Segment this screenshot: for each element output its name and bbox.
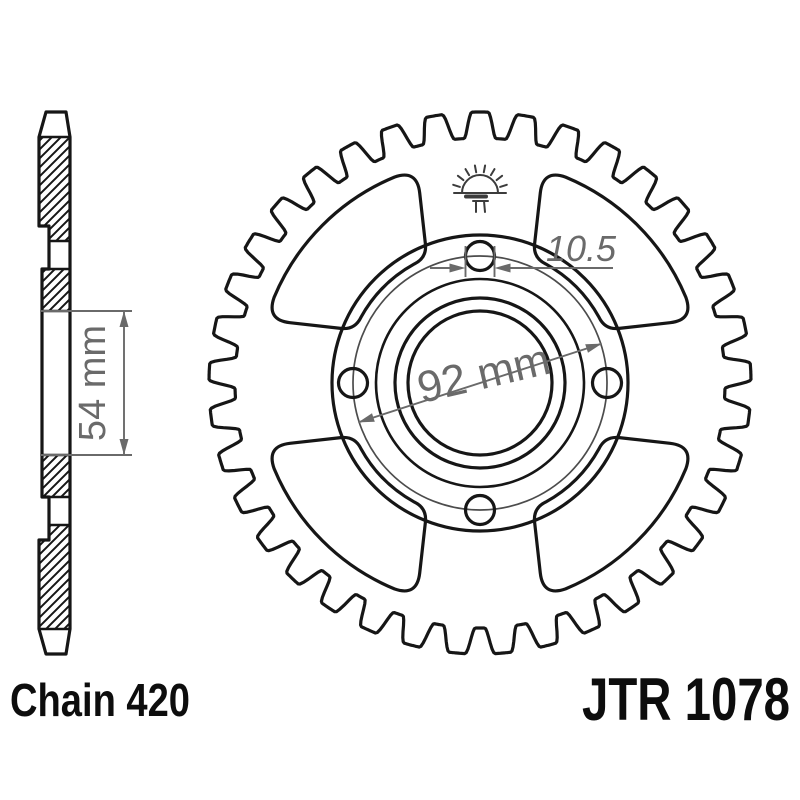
cutout-window-nw bbox=[270, 173, 428, 331]
section-hatch-rim-top bbox=[39, 137, 70, 226]
dim-54mm-text: 54 mm bbox=[72, 325, 114, 441]
hub-edge-circle bbox=[330, 233, 630, 533]
chain-label: Chain 420 bbox=[10, 674, 190, 726]
sprocket-teeth-outline bbox=[207, 110, 753, 656]
dim-92mm-text: 92 mm bbox=[413, 335, 555, 413]
side-profile-outline bbox=[37, 110, 72, 656]
side-view: 54 mm bbox=[37, 110, 132, 656]
bolt-hole-left bbox=[336, 366, 370, 400]
section-hatch-hub-bottom bbox=[42, 455, 70, 497]
cutout-window-se bbox=[532, 435, 690, 593]
bolt-hole-right bbox=[590, 366, 624, 400]
sunrise-logo-icon bbox=[452, 164, 508, 213]
section-hatch-rim-bottom bbox=[39, 540, 70, 629]
part-number-label: JTR 1078 bbox=[582, 666, 790, 733]
bore-inner-circle bbox=[406, 309, 554, 457]
dimension-10-5: 10.5 bbox=[430, 228, 617, 277]
section-hatch-hub-top bbox=[42, 269, 70, 311]
dim-10-5-text: 10.5 bbox=[546, 228, 617, 269]
cutout-window-ne bbox=[532, 173, 690, 331]
front-view: 10.5 92 mm bbox=[207, 110, 753, 656]
bore-outer-circle bbox=[393, 296, 567, 470]
dimension-54mm: 54 mm bbox=[40, 310, 132, 456]
section-hatch-plate-bottom bbox=[49, 525, 70, 540]
bolt-hole-bottom bbox=[463, 493, 497, 527]
section-hatch-plate-top bbox=[49, 226, 70, 241]
cutout-window-sw bbox=[270, 435, 428, 593]
hub-step-circle bbox=[374, 277, 586, 489]
bolt-circle bbox=[352, 255, 608, 511]
